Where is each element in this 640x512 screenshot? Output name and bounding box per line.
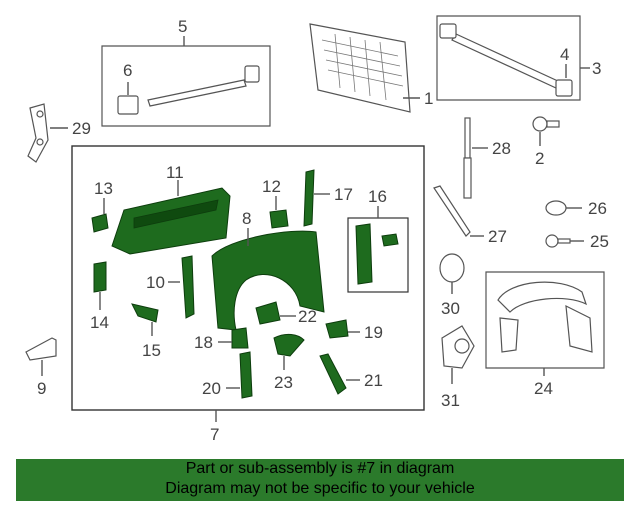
callout-3: 3 xyxy=(592,59,601,78)
callout-16: 16 xyxy=(368,187,387,206)
part-28-strut xyxy=(463,117,488,199)
part-26-clip xyxy=(545,200,582,216)
callout-29: 29 xyxy=(72,119,91,138)
callout-4: 4 xyxy=(560,45,569,64)
callout-30: 30 xyxy=(441,299,460,318)
callout-25: 25 xyxy=(590,232,609,251)
callout-20: 20 xyxy=(202,379,221,398)
part-group-5 xyxy=(101,36,271,127)
part-group-7 xyxy=(71,145,425,422)
callout-19: 19 xyxy=(364,323,383,342)
part-1-tailgate xyxy=(309,23,420,113)
callout-10: 10 xyxy=(146,273,165,292)
callout-31: 31 xyxy=(441,391,460,410)
part-31-fuel-door xyxy=(441,325,475,384)
banner-line-1: Part or sub-assembly is #7 in diagram xyxy=(185,460,455,477)
part-29-bracket xyxy=(27,103,68,163)
callout-1: 1 xyxy=(424,89,433,108)
part-9-bracket xyxy=(25,337,57,376)
part-group-24 xyxy=(485,271,605,376)
diagram-notice-banner: Part or sub-assembly is #7 in diagram Di… xyxy=(16,459,624,501)
callout-24: 24 xyxy=(534,379,553,398)
part-group-3 xyxy=(436,15,590,101)
callout-21: 21 xyxy=(364,371,383,390)
callout-13: 13 xyxy=(94,179,113,198)
callout-2: 2 xyxy=(535,149,544,168)
callout-6: 6 xyxy=(123,61,132,80)
banner-line-2: Diagram may not be specific to your vehi… xyxy=(165,480,475,497)
callout-17: 17 xyxy=(334,185,353,204)
callout-9: 9 xyxy=(37,379,46,398)
callout-28: 28 xyxy=(492,139,511,158)
part-2-bolt xyxy=(532,116,560,146)
part-30-cap xyxy=(439,253,465,294)
callout-15: 15 xyxy=(142,341,161,360)
callout-11: 11 xyxy=(166,163,184,182)
callout-22: 22 xyxy=(298,307,317,326)
parts-diagram: 1 2 3 4 5 6 7 8 9 10 11 12 13 14 15 16 1… xyxy=(25,15,609,444)
callout-8: 8 xyxy=(242,209,251,228)
callout-26: 26 xyxy=(588,199,607,218)
callout-18: 18 xyxy=(194,333,213,352)
callout-5: 5 xyxy=(178,17,187,36)
callout-23: 23 xyxy=(274,373,293,392)
part-27-cable xyxy=(433,185,484,237)
callout-27: 27 xyxy=(488,227,507,246)
part-25-screw xyxy=(545,234,584,248)
callout-7: 7 xyxy=(210,425,219,444)
callout-14: 14 xyxy=(90,313,109,332)
callout-12: 12 xyxy=(262,177,281,196)
